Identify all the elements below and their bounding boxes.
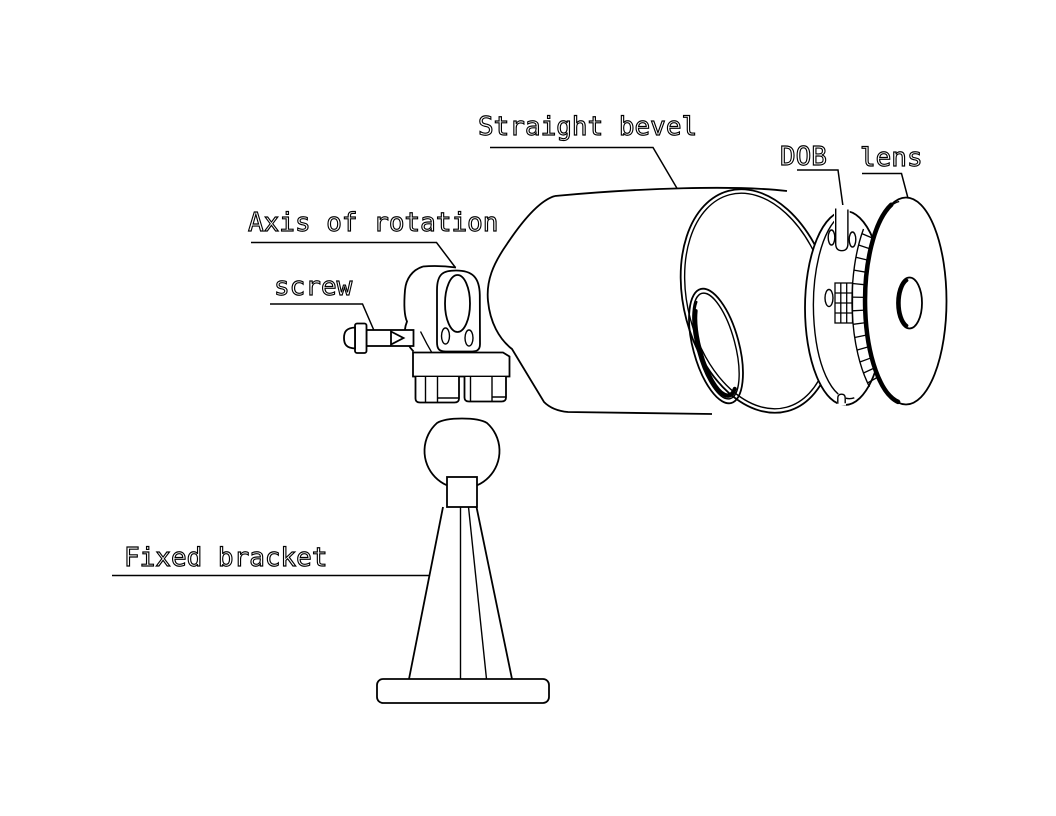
dob-bottom-notch bbox=[837, 393, 846, 404]
bracket-barrel-top bbox=[422, 265, 457, 269]
bracket-face-plate bbox=[436, 269, 481, 353]
bracket-ribs-right bbox=[463, 377, 507, 403]
part-fixed-bracket-stand bbox=[376, 417, 550, 704]
screw-tip bbox=[390, 330, 406, 346]
leader-axis-of-rotation bbox=[251, 241, 456, 268]
screw-head-cap bbox=[343, 326, 356, 350]
lens-dark-rim bbox=[862, 202, 901, 405]
labels: Straight bevel DOB lens Axis of rotation… bbox=[123, 111, 923, 573]
body-top-edge bbox=[554, 186, 788, 197]
lens-serration-ticks bbox=[851, 233, 879, 384]
label-screw: screw bbox=[274, 272, 353, 302]
part-main-body bbox=[486, 186, 848, 431]
leader-lens bbox=[862, 172, 910, 203]
dob-hole-top-left bbox=[827, 229, 836, 246]
part-lens bbox=[851, 196, 948, 406]
lens-center-hole bbox=[896, 276, 923, 330]
leader-straight-bevel bbox=[490, 146, 679, 191]
leader-lines bbox=[112, 146, 910, 577]
dob-hole-top-right bbox=[848, 231, 857, 248]
stand-neck bbox=[446, 476, 478, 508]
bracket-screw-hole-left bbox=[440, 327, 451, 345]
bracket-screw-hole-right bbox=[464, 329, 474, 347]
part-screw bbox=[343, 322, 415, 354]
bracket-ribs-left bbox=[414, 377, 460, 404]
label-fixed-bracket: Fixed bracket bbox=[124, 543, 328, 573]
stand-ball bbox=[423, 417, 501, 490]
stand-base bbox=[376, 678, 550, 704]
screw-shaft bbox=[365, 329, 415, 347]
screw-flange bbox=[354, 322, 368, 354]
leader-screw bbox=[270, 303, 375, 331]
body-inner-opening bbox=[688, 287, 744, 405]
label-axis-of-rotation: Axis of rotation bbox=[248, 208, 498, 238]
label-dob: DOB bbox=[780, 142, 827, 172]
body-left-bottom-edge bbox=[486, 195, 713, 415]
label-straight-bevel: Straight bevel bbox=[478, 112, 697, 142]
stand-cone bbox=[408, 506, 513, 680]
label-lens: lens bbox=[860, 143, 923, 173]
bracket-pivot-hole bbox=[444, 274, 471, 333]
bracket-band bbox=[412, 351, 511, 378]
lens-center-hole-dark-edge bbox=[897, 278, 909, 328]
dob-hole-mid-left bbox=[824, 288, 834, 308]
part-hinge-bracket bbox=[403, 265, 511, 404]
dob-top-notch bbox=[835, 208, 849, 252]
leader-dob bbox=[797, 169, 845, 211]
